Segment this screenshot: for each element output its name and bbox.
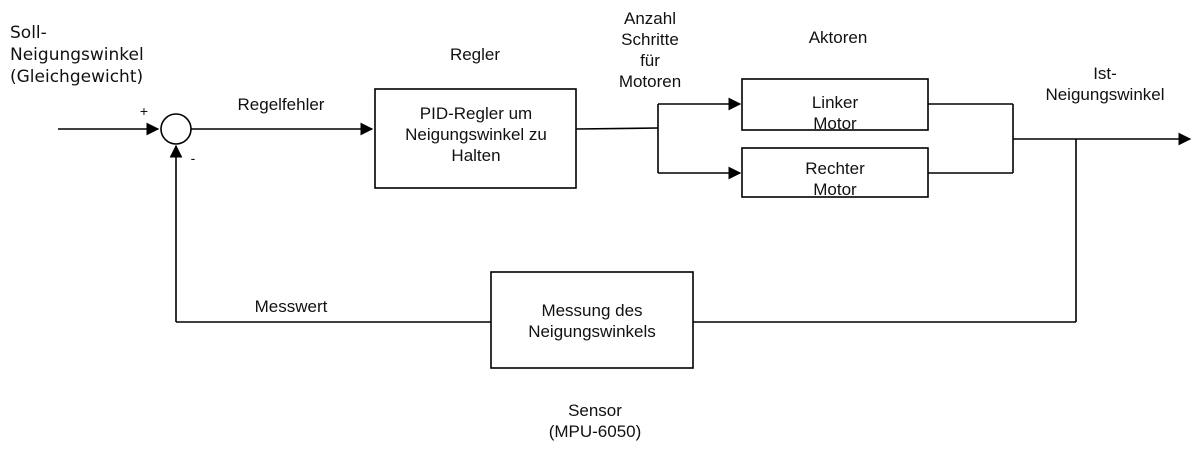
sensor-block [490,271,694,369]
feedback-label: Messwert [254,297,328,316]
actuators-title: Aktoren [808,28,868,47]
sensor-block-text: Messung des Neigungswinkels [528,301,656,341]
left-motor-text: Linker Motor [811,93,859,133]
right-motor-text: Rechter Motor [805,159,865,199]
output-label: Ist- Neigungswinkel [1045,64,1165,104]
error-label: Regelfehler [237,95,325,114]
minus-sign: - [190,150,196,166]
summing-junction [160,113,192,145]
left-motor-block [741,78,929,131]
pid-block-text: PID-Regler um Neigungswinkel zu Halten [405,104,547,165]
plus-sign: + [139,103,149,119]
steps-label: Anzahl Schritte für Motoren [618,9,682,91]
right-motor-block [741,147,929,198]
setpoint-label: Soll- Neigungswinkel (Gleichgewicht) [10,23,144,87]
pid-output-line [575,127,659,130]
sensor-title: Sensor (MPU-6050) [548,401,642,441]
controller-title: Regler [449,45,501,64]
pid-block [374,88,577,189]
